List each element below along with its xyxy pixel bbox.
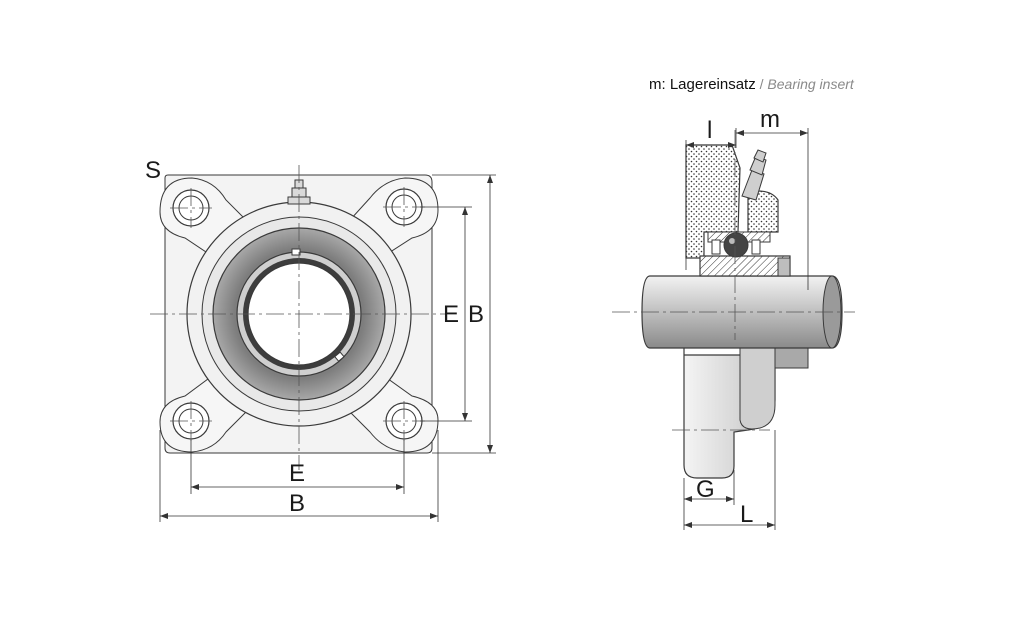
set-screw — [777, 257, 791, 277]
set-screw-marker-right — [334, 351, 345, 362]
label-l-small: l — [707, 117, 712, 144]
label-e-horizontal: E — [289, 460, 305, 487]
seal-right — [751, 239, 761, 255]
dimension-lines-side-top — [685, 128, 809, 290]
label-s: S — [145, 157, 161, 184]
label-l-large: L — [740, 501, 753, 528]
dimension-arrows-side-bottom — [684, 496, 775, 528]
dimension-arrows-side-top — [686, 130, 808, 148]
side-view — [612, 128, 855, 530]
bearing-ball — [723, 232, 749, 258]
grease-nipple-side-icon — [741, 149, 767, 201]
caption-english: Bearing insert — [767, 76, 854, 92]
set-screw-marker-top — [291, 248, 301, 256]
seal-left — [711, 239, 721, 255]
caption-separator: / — [756, 76, 768, 92]
side-centerlines — [612, 130, 855, 431]
label-m: m — [760, 106, 780, 133]
label-b-horizontal: B — [289, 490, 305, 517]
caption: m: Lagereinsatz / Bearing insert — [649, 76, 855, 93]
front-view — [150, 165, 496, 522]
label-b-vertical: B — [468, 301, 484, 328]
label-e-vertical: E — [443, 301, 459, 328]
dimension-lines-horizontal — [159, 430, 439, 522]
label-g: G — [696, 476, 715, 503]
dimension-arrows-vertical — [462, 175, 493, 453]
front-centerlines — [150, 165, 445, 470]
dimension-lines-side-bottom — [683, 430, 776, 530]
insert-inner-ring-section — [699, 255, 791, 277]
dimension-arrows-horizontal — [160, 484, 438, 519]
caption-prefix: m: Lagereinsatz — [649, 76, 756, 93]
dimension-lines-vertical — [420, 174, 496, 454]
